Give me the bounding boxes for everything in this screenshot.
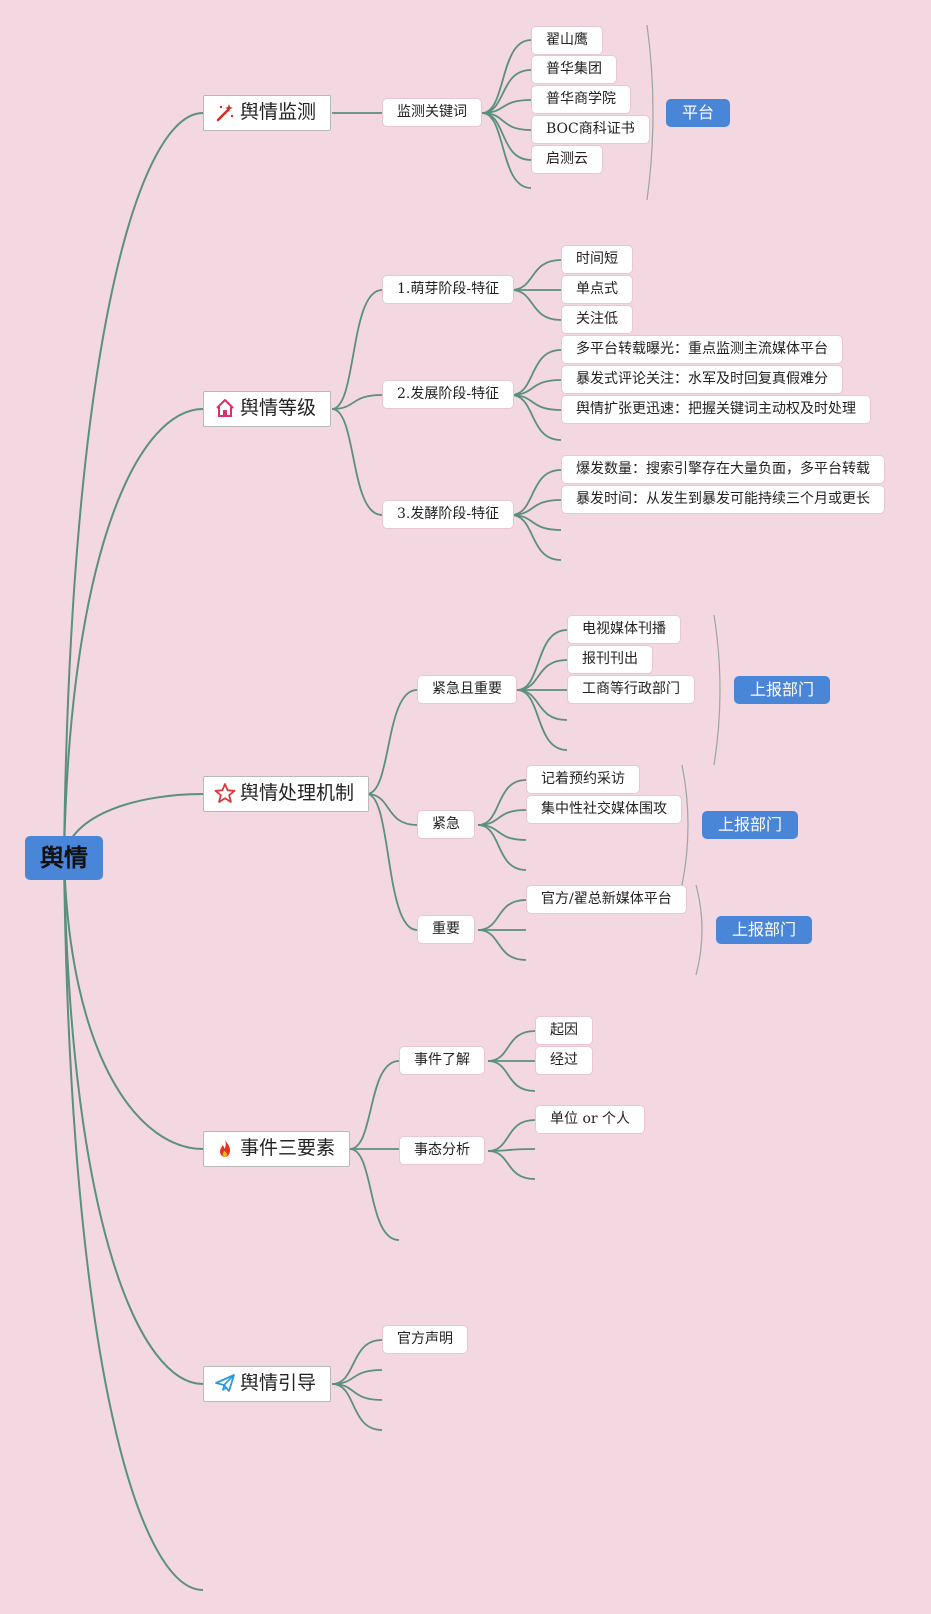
branch-level[interactable]: 舆情等级 (203, 391, 332, 427)
connector-line (477, 779, 527, 826)
branch-guide-label: 舆情引导 (240, 1372, 317, 1394)
keyword-item[interactable]: 普华集团 (531, 55, 617, 84)
stage-item[interactable]: 单点式 (561, 275, 633, 304)
keyword-item[interactable]: 翟山鹰 (531, 26, 603, 55)
summary-bracket (713, 614, 721, 766)
connector-line (510, 259, 562, 291)
connector-line (366, 689, 418, 795)
event-item[interactable]: 单位 or 个人 (535, 1105, 646, 1134)
trunk-line (63, 857, 204, 1591)
guide-item[interactable]: 官方声明 (382, 1325, 468, 1354)
stage-item[interactable]: 时间短 (561, 245, 633, 274)
urgency-item[interactable]: 记着预约采访 (526, 765, 640, 794)
urgency-item[interactable]: 报刊刊出 (567, 645, 653, 674)
event-item[interactable]: 经过 (535, 1046, 593, 1075)
magic-wand-icon (214, 101, 236, 123)
summary-tag-platform[interactable]: 平台 (666, 99, 730, 127)
branch-monitor[interactable]: 舆情监测 (203, 95, 332, 131)
urgency-node[interactable]: 紧急 (417, 810, 475, 839)
urgency-node[interactable]: 紧急且重要 (417, 675, 517, 704)
branch-level-label: 舆情等级 (240, 397, 317, 419)
connector-line (477, 929, 527, 961)
connector-line (481, 39, 532, 114)
summary-tag-report[interactable]: 上报部门 (716, 916, 812, 944)
paper-plane-icon (214, 1372, 236, 1394)
trunk-line (63, 857, 204, 1150)
connector-line (477, 824, 527, 871)
branch-guide[interactable]: 舆情引导 (203, 1366, 332, 1402)
event-part-node[interactable]: 事件了解 (399, 1046, 485, 1075)
branch-monitor-label: 舆情监测 (240, 101, 317, 123)
connector-line (510, 514, 562, 561)
connector-line (331, 394, 383, 410)
stage-item[interactable]: 多平台转载曝光：重点监测主流媒体平台 (561, 335, 843, 364)
connector-line (516, 659, 568, 691)
connector-line (487, 1030, 536, 1062)
summary-bracket (695, 884, 703, 976)
stage-node[interactable]: 2.发展阶段-特征 (382, 380, 515, 409)
stage-node[interactable]: 3.发酵阶段-特征 (382, 500, 515, 529)
fire-icon (214, 1137, 236, 1159)
connector-line (331, 1383, 383, 1431)
keyword-item[interactable]: 普华商学院 (531, 85, 631, 114)
branch-event[interactable]: 事件三要素 (203, 1131, 351, 1167)
connector-line (331, 289, 383, 410)
connector-line (481, 112, 532, 189)
stage-item[interactable]: 爆发数量：搜索引擎存在大量负面，多平台转载 (561, 455, 885, 484)
connector-line (510, 349, 562, 396)
summary-tag-report[interactable]: 上报部门 (734, 676, 830, 704)
connector-line (349, 1060, 400, 1150)
connector-line (487, 1119, 536, 1152)
event-item[interactable]: 起因 (535, 1016, 593, 1045)
connector-line (516, 629, 568, 691)
monitor-keywords[interactable]: 监测关键词 (382, 98, 482, 127)
connector-line (510, 289, 562, 321)
connector-line (487, 1150, 536, 1180)
connector-line (331, 1339, 383, 1385)
connector-line (481, 112, 532, 161)
trunk-line (63, 857, 204, 1385)
stage-item[interactable]: 暴发式评论关注：水军及时回复真假难分 (561, 365, 843, 394)
connector-line (366, 793, 418, 826)
connector-line (349, 1148, 400, 1241)
stage-node[interactable]: 1.萌芽阶段-特征 (382, 275, 515, 304)
branch-mechanism[interactable]: 舆情处理机制 (203, 776, 370, 812)
branch-mechanism-label: 舆情处理机制 (240, 782, 355, 804)
summary-tag-report[interactable]: 上报部门 (702, 811, 798, 839)
connector-line (510, 394, 562, 441)
summary-bracket (681, 764, 689, 886)
stage-item[interactable]: 暴发时间：从发生到暴发可能持续三个月或更长 (561, 485, 885, 514)
connector-line (516, 689, 568, 721)
stage-item[interactable]: 舆情扩张更迅速：把握关键词主动权及时处理 (561, 395, 871, 424)
urgency-item[interactable]: 官方/翟总新媒体平台 (526, 885, 687, 914)
connector-line (487, 1060, 536, 1092)
urgency-node[interactable]: 重要 (417, 915, 475, 944)
keyword-item[interactable]: BOC商科证书 (531, 115, 650, 144)
connector-line (331, 408, 383, 516)
urgency-item[interactable]: 电视媒体刊播 (567, 615, 681, 644)
stage-item[interactable]: 关注低 (561, 305, 633, 334)
urgency-item[interactable]: 集中性社交媒体围攻 (526, 795, 682, 824)
connector-line (516, 689, 568, 751)
connector-line (477, 899, 527, 931)
star-icon (214, 782, 236, 804)
root-topic[interactable]: 舆情 (25, 836, 103, 880)
trunk-line (63, 408, 204, 859)
summary-bracket (646, 24, 654, 201)
connector-line (366, 793, 418, 931)
keyword-item[interactable]: 启测云 (531, 145, 603, 174)
trunk-line (63, 112, 204, 859)
urgency-item[interactable]: 工商等行政部门 (567, 675, 695, 704)
branch-event-label: 事件三要素 (240, 1137, 336, 1159)
event-part-node[interactable]: 事态分析 (399, 1136, 485, 1165)
connector-line (481, 69, 532, 114)
home-icon (214, 397, 236, 419)
connector-line (510, 469, 562, 516)
